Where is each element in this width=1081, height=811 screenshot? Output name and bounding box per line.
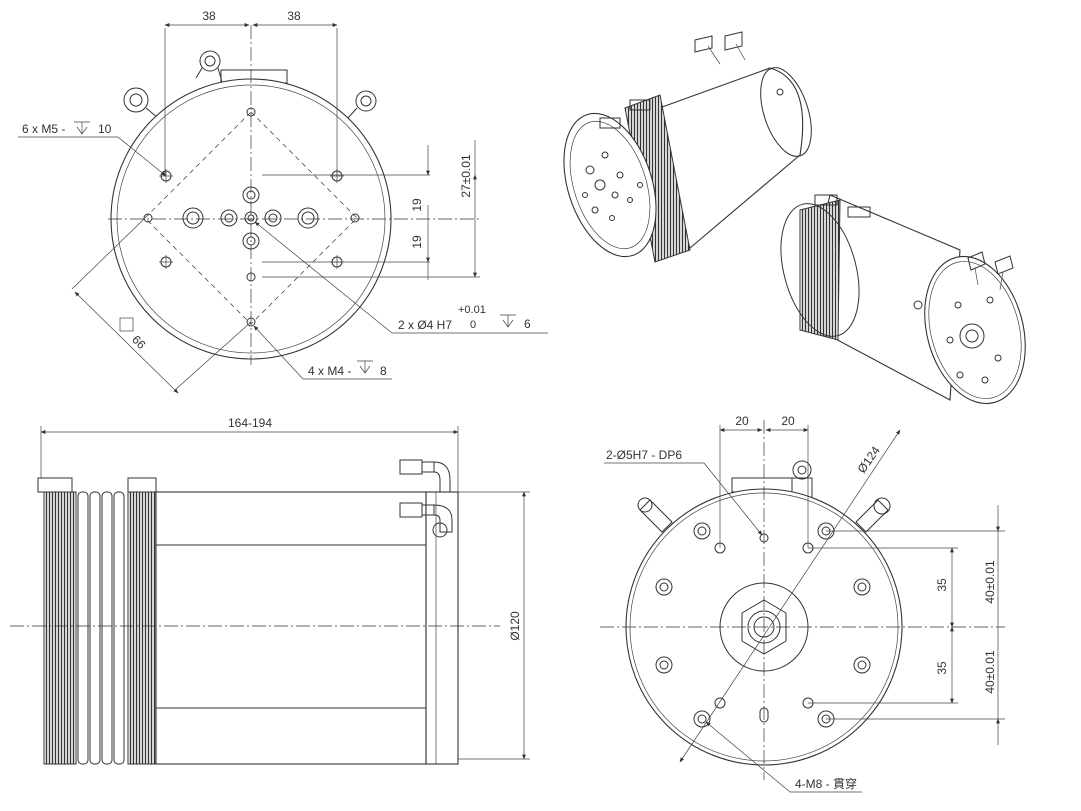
square-symbol [119, 317, 134, 332]
isometric-view-front [563, 31, 812, 263]
dim-35-lower: 35 [935, 661, 949, 675]
callout-pin-depth: 6 [524, 317, 531, 331]
top-view: 38 38 19 19 27±0.01 66 6 x M5 - 10 2 x Ø… [18, 9, 548, 394]
dim-length: 164-194 [228, 416, 272, 430]
dim-20-left: 20 [735, 414, 749, 428]
isometric-view-rear [780, 194, 1026, 405]
side-view: 164-194 Ø120 [10, 416, 530, 765]
callout-m5: 6 x M5 - [22, 122, 65, 136]
callout-m4: 4 x M4 - [308, 364, 351, 378]
air-fitting-top [195, 50, 223, 83]
dim-19-upper: 19 [410, 198, 424, 212]
callout-pin-tol-upper: +0.01 [458, 304, 486, 316]
depth-symbol [500, 314, 516, 328]
callout-pin-main: 2 x Ø4 H7 [398, 318, 452, 332]
dim-20-right: 20 [781, 414, 795, 428]
motor-body [155, 491, 427, 765]
dim-124: Ø124 [855, 443, 883, 475]
bolt-square [144, 111, 358, 325]
dim-40-lower: 40±0.01 [983, 650, 997, 694]
depth-symbol [74, 121, 90, 135]
cooling-fins-left [43, 491, 77, 765]
callout-m8: 4-M8 - 貫穿 [795, 776, 857, 791]
mounting-holes [143, 107, 360, 327]
dim-66: 66 [129, 332, 149, 352]
dim-40-upper: 40±0.01 [983, 560, 997, 604]
dim-38-right: 38 [287, 9, 301, 23]
cooling-fins-right [127, 491, 157, 765]
rear-view: 20 20 Ø124 2-Ø5H7 - DP6 4-M8 - 貫穿 35 35 … [600, 414, 1005, 793]
air-fitting-right [347, 90, 377, 119]
callout-pin-tol-lower: 0 [470, 319, 476, 331]
callout-m4-depth: 8 [380, 364, 387, 378]
dim-19-lower: 19 [410, 235, 424, 249]
air-fitting-left [123, 87, 159, 119]
callout-m5-depth: 10 [98, 122, 112, 136]
dim-35-upper: 35 [935, 578, 949, 592]
callout-pin: 2-Ø5H7 - DP6 [606, 448, 682, 462]
depth-symbol [357, 360, 373, 374]
dim-38-left: 38 [202, 9, 216, 23]
dim-diameter: Ø120 [508, 611, 522, 641]
dim-27: 27±0.01 [459, 154, 473, 198]
